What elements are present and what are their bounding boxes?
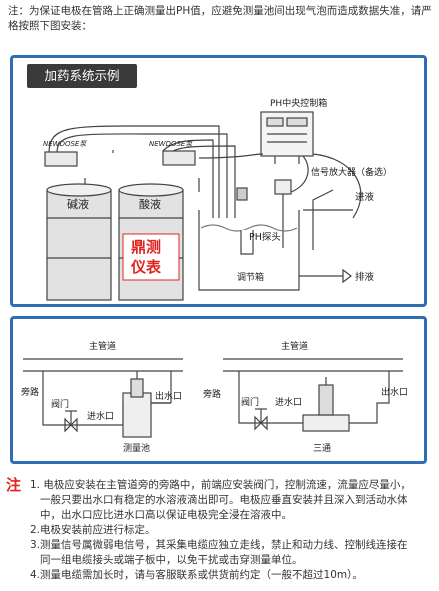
installation-notes: 注 1. 电极应安装在主管道旁的旁路中，前端应安装阀门，控制流速，流量应尽量小，… xyxy=(6,478,434,583)
right-valve-label: 阀门 xyxy=(241,396,259,408)
top-note: 注：为保证电极在管路上正确测量出PH值，应避免测量池间出现气泡而造成数据失准，请… xyxy=(8,5,432,32)
note-line: 1. 电极应安装在主管道旁的旁路中，前端应安装阀门，控制流速，流量应尽量小， xyxy=(30,479,411,491)
note-line: 中，出水口应比进水口高以保证电极完全浸在溶液中。 xyxy=(40,509,292,521)
ph-probe-label: PH探头 xyxy=(249,231,281,243)
watermark-line1: 鼎测 xyxy=(131,238,161,256)
left-outlet-label: 出水口 xyxy=(155,390,182,402)
dosing-pump-label-right: NEWDOSE泵 xyxy=(149,140,193,148)
ph-control-box-label: PH中央控制箱 xyxy=(270,97,327,109)
installation-panel: 主管道 旁路 阀门 进水口 出水口 测量池 主管道 旁路 阀门 进水口 出水口 … xyxy=(10,316,427,464)
acid-tank-label: 酸液 xyxy=(139,197,161,211)
alkali-tank-label: 碱液 xyxy=(67,197,89,211)
right-inlet-label: 进水口 xyxy=(275,396,302,408)
note-line: 一般只要出水口有稳定的水溶液滴出即可。电极应垂直安装并且深入到活动水体 xyxy=(40,494,408,506)
note-line: 4.测量电缆需加长时，请与客服联系或供货前约定（一般不超过10m）。 xyxy=(30,569,363,581)
panel-title: 加药系统示例 xyxy=(27,64,137,88)
installation-diagrams: 主管道 旁路 阀门 进水口 出水口 测量池 主管道 旁路 阀门 进水口 出水口 … xyxy=(21,340,408,454)
adjust-tank-label: 调节箱 xyxy=(237,271,264,283)
outlet-label: 排液 xyxy=(355,271,375,283)
right-outlet-label: 出水口 xyxy=(381,386,408,398)
left-bypass-label: 旁路 xyxy=(21,386,39,398)
measuring-cell-label: 测量池 xyxy=(123,442,150,454)
tee-fitting-label: 三通 xyxy=(313,443,331,454)
watermark-line2: 仪表 xyxy=(130,258,162,276)
right-bypass-label: 旁路 xyxy=(203,388,221,400)
left-inlet-label: 进水口 xyxy=(87,410,114,422)
dosing-system-diagram: PH中央控制箱 NEWDOSE泵 NEWDOSE泵 碱液 酸液 鼎测 仪表 信号… xyxy=(43,97,392,301)
right-main-pipe-label: 主管道 xyxy=(281,340,308,352)
dosing-pump-label-left: NEWDOSE泵 xyxy=(43,140,87,148)
inlet-label: 进液 xyxy=(355,191,375,203)
left-main-pipe-label: 主管道 xyxy=(89,340,116,352)
note-line: 3.测量信号属微弱电信号，其采集电缆应独立走线，禁止和动力线、控制线连接在 xyxy=(30,539,408,551)
note-line: 同一组电缆接头或端子板中，以免干扰或击穿测量单位。 xyxy=(40,554,303,566)
amplifier-label: 信号放大器（备选） xyxy=(311,166,392,178)
note-line: 2.电极安装前应进行标定。 xyxy=(30,524,156,536)
notes-mark: 注 xyxy=(6,476,22,494)
left-valve-label: 阀门 xyxy=(51,398,69,410)
dosing-system-panel: 加药系统示例 xyxy=(10,55,427,307)
